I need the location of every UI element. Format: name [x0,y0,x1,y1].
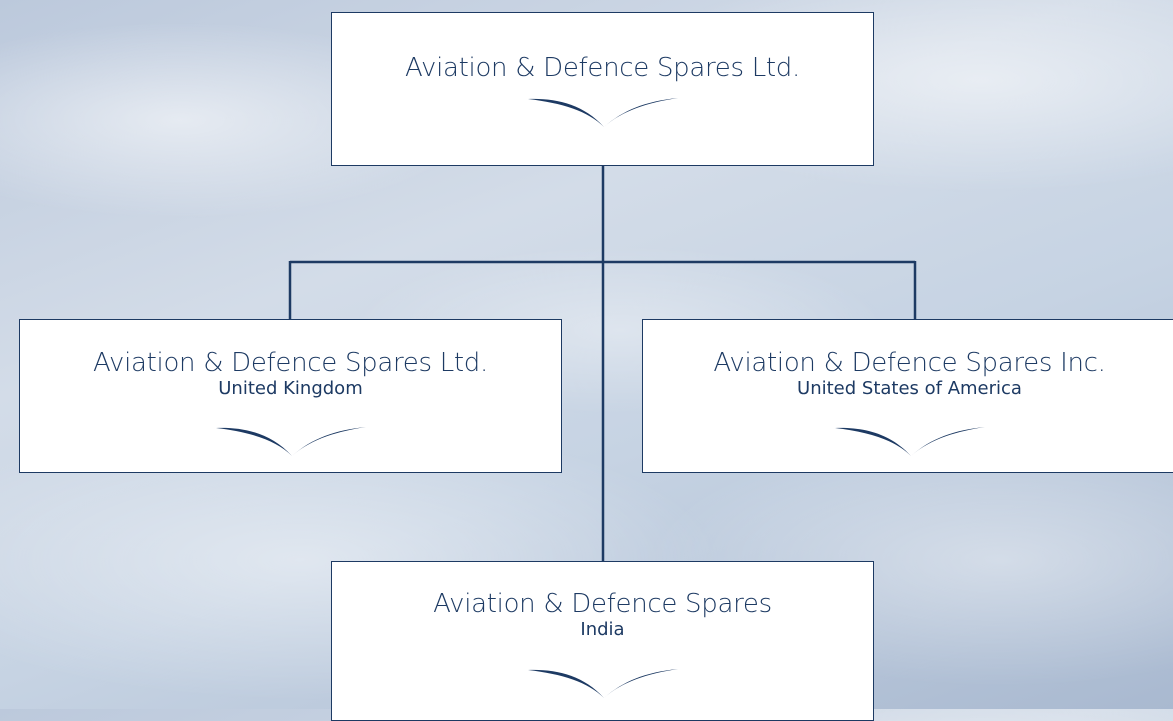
india-company-title: Aviation & Defence Spares [433,589,772,619]
uk-country-label: United Kingdom [218,378,363,399]
usa-country-label: United States of America [797,378,1022,399]
india-country-label: India [580,619,625,640]
org-box-uk: Aviation & Defence Spares Ltd. United Ki… [19,319,562,473]
wing-logo-icon [215,427,366,456]
org-box-india: Aviation & Defence Spares India [331,561,874,721]
org-box-usa: Aviation & Defence Spares Inc. United St… [642,319,1173,473]
wing-logo-icon [527,98,678,127]
parent-company-title: Aviation & Defence Spares Ltd. [405,53,800,83]
wing-logo-icon [527,669,678,698]
wing-logo-icon [834,427,985,456]
usa-company-title: Aviation & Defence Spares Inc. [713,348,1106,378]
uk-company-title: Aviation & Defence Spares Ltd. [93,348,488,378]
org-box-parent: Aviation & Defence Spares Ltd. [331,12,874,166]
